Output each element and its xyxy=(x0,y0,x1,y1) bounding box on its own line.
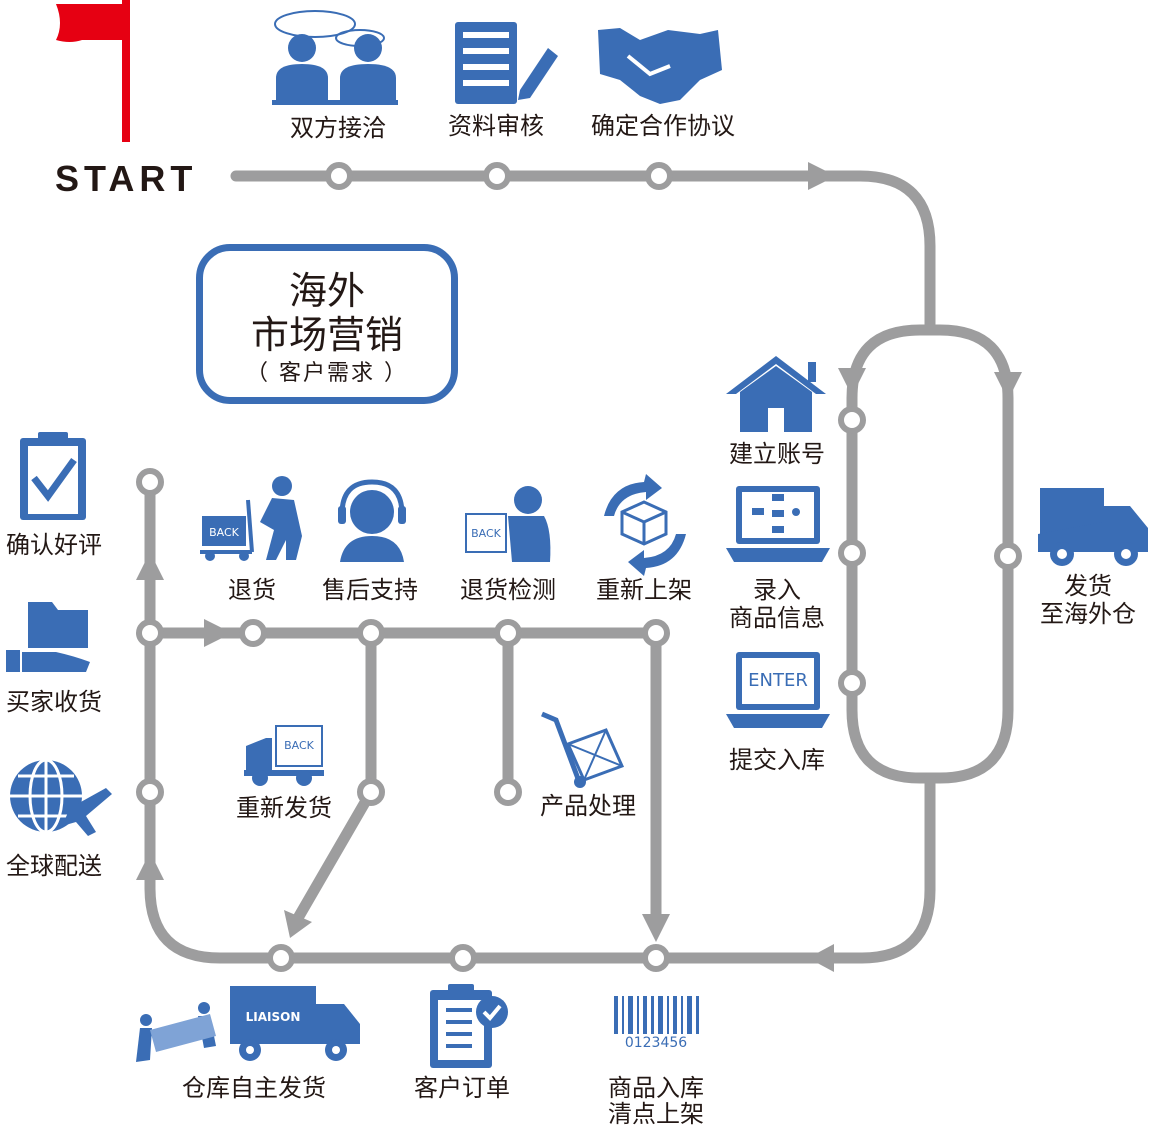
center-title-box: 海外 市场营销 （ 客户需求 ） xyxy=(196,244,458,404)
meeting-icon xyxy=(272,10,398,105)
node-review-top xyxy=(136,468,164,496)
track-right-down xyxy=(144,476,936,964)
globe-plane-icon xyxy=(10,758,112,836)
delivery-truck-icon xyxy=(1038,488,1148,566)
hand-truck-icon xyxy=(541,711,625,788)
label-global-delivery: 全球配送 xyxy=(6,852,102,880)
arrow-left-up xyxy=(136,552,164,580)
return-cart-worker-icon xyxy=(200,476,302,561)
icon-text-enter: ENTER xyxy=(748,670,808,691)
inspect-package-icon xyxy=(465,486,551,562)
arrow-support-down xyxy=(284,910,312,938)
node-stock xyxy=(642,944,670,972)
house-icon xyxy=(726,356,826,432)
icon-text-barcode: 0123456 xyxy=(624,1035,688,1051)
laptop-enter-icon xyxy=(726,652,830,728)
node-global xyxy=(136,778,164,806)
label-account: 建立账号 xyxy=(729,440,825,468)
label-ship-1: 发货 xyxy=(1064,572,1112,600)
barcode-icon xyxy=(614,996,699,1034)
label-entry-1: 录入 xyxy=(753,576,801,604)
handshake-icon xyxy=(598,28,722,104)
label-review: 资料审核 xyxy=(448,112,544,140)
node-account xyxy=(838,406,866,434)
label-submit: 提交入库 xyxy=(729,746,825,774)
node-relist xyxy=(642,619,670,647)
icon-text-back-1: BACK xyxy=(209,526,239,539)
node-left-mid xyxy=(136,619,164,647)
node-agreement xyxy=(645,162,673,190)
node-process xyxy=(494,778,522,806)
node-warehouse xyxy=(267,944,295,972)
label-stock-1: 商品入库 xyxy=(608,1074,704,1102)
recycle-box-icon xyxy=(604,474,686,576)
label-order: 客户订单 xyxy=(414,1074,510,1102)
node-reship xyxy=(357,778,385,806)
arrow-left-up-2 xyxy=(136,852,164,880)
node-inspect xyxy=(494,619,522,647)
document-review-icon xyxy=(455,22,558,104)
clipboard-checklist-icon xyxy=(430,984,508,1068)
track-top xyxy=(230,170,936,336)
center-title-line2: 市场营销 xyxy=(250,313,403,357)
reship-truck-icon xyxy=(244,725,324,786)
node-negotiate xyxy=(325,162,353,190)
arrow-middle xyxy=(204,619,232,647)
center-title-line3: （ 客户需求 ） xyxy=(246,361,408,386)
node-ship xyxy=(994,542,1022,570)
label-agreement: 确定合作协议 xyxy=(591,112,735,140)
label-relist: 重新上架 xyxy=(596,576,692,604)
laptop-flowchart-icon xyxy=(726,486,830,562)
flag-icon xyxy=(56,0,130,142)
track-loop xyxy=(846,324,1014,784)
label-process: 产品处理 xyxy=(540,792,636,820)
label-buyer-receive: 买家收货 xyxy=(6,688,102,716)
icon-text-back-3: BACK xyxy=(284,739,314,752)
clipboard-check-icon xyxy=(20,432,86,520)
label-ship-2: 至海外仓 xyxy=(1040,600,1136,628)
start-label: START xyxy=(55,158,198,199)
label-confirm-review: 确认好评 xyxy=(6,531,102,559)
label-stock-2: 清点上架 xyxy=(608,1100,704,1127)
label-inspect: 退货检测 xyxy=(460,576,556,604)
arrow-top xyxy=(808,162,836,190)
arrow-bottom xyxy=(808,944,834,972)
label-support: 售后支持 xyxy=(322,576,418,604)
node-order xyxy=(449,944,477,972)
node-entry xyxy=(838,539,866,567)
headset-support-icon xyxy=(338,479,406,562)
label-warehouse: 仓库自主发货 xyxy=(182,1074,326,1102)
arrow-loop-left xyxy=(838,368,866,396)
icon-text-brand: LIAISON xyxy=(245,1010,301,1024)
node-return xyxy=(239,619,267,647)
label-negotiate: 双方接洽 xyxy=(290,114,386,142)
label-reship: 重新发货 xyxy=(236,794,332,822)
icon-text-back-2: BACK xyxy=(471,527,501,540)
node-submit xyxy=(838,669,866,697)
label-return: 退货 xyxy=(228,576,276,604)
arrow-relist-down xyxy=(642,914,670,942)
movers-truck-icon xyxy=(136,986,360,1062)
center-title-line1: 海外 xyxy=(288,269,365,313)
node-support xyxy=(357,619,385,647)
label-entry-2: 商品信息 xyxy=(729,604,825,632)
node-review xyxy=(483,162,511,190)
folder-hand-icon xyxy=(6,602,90,672)
arrow-loop-right xyxy=(994,372,1022,400)
